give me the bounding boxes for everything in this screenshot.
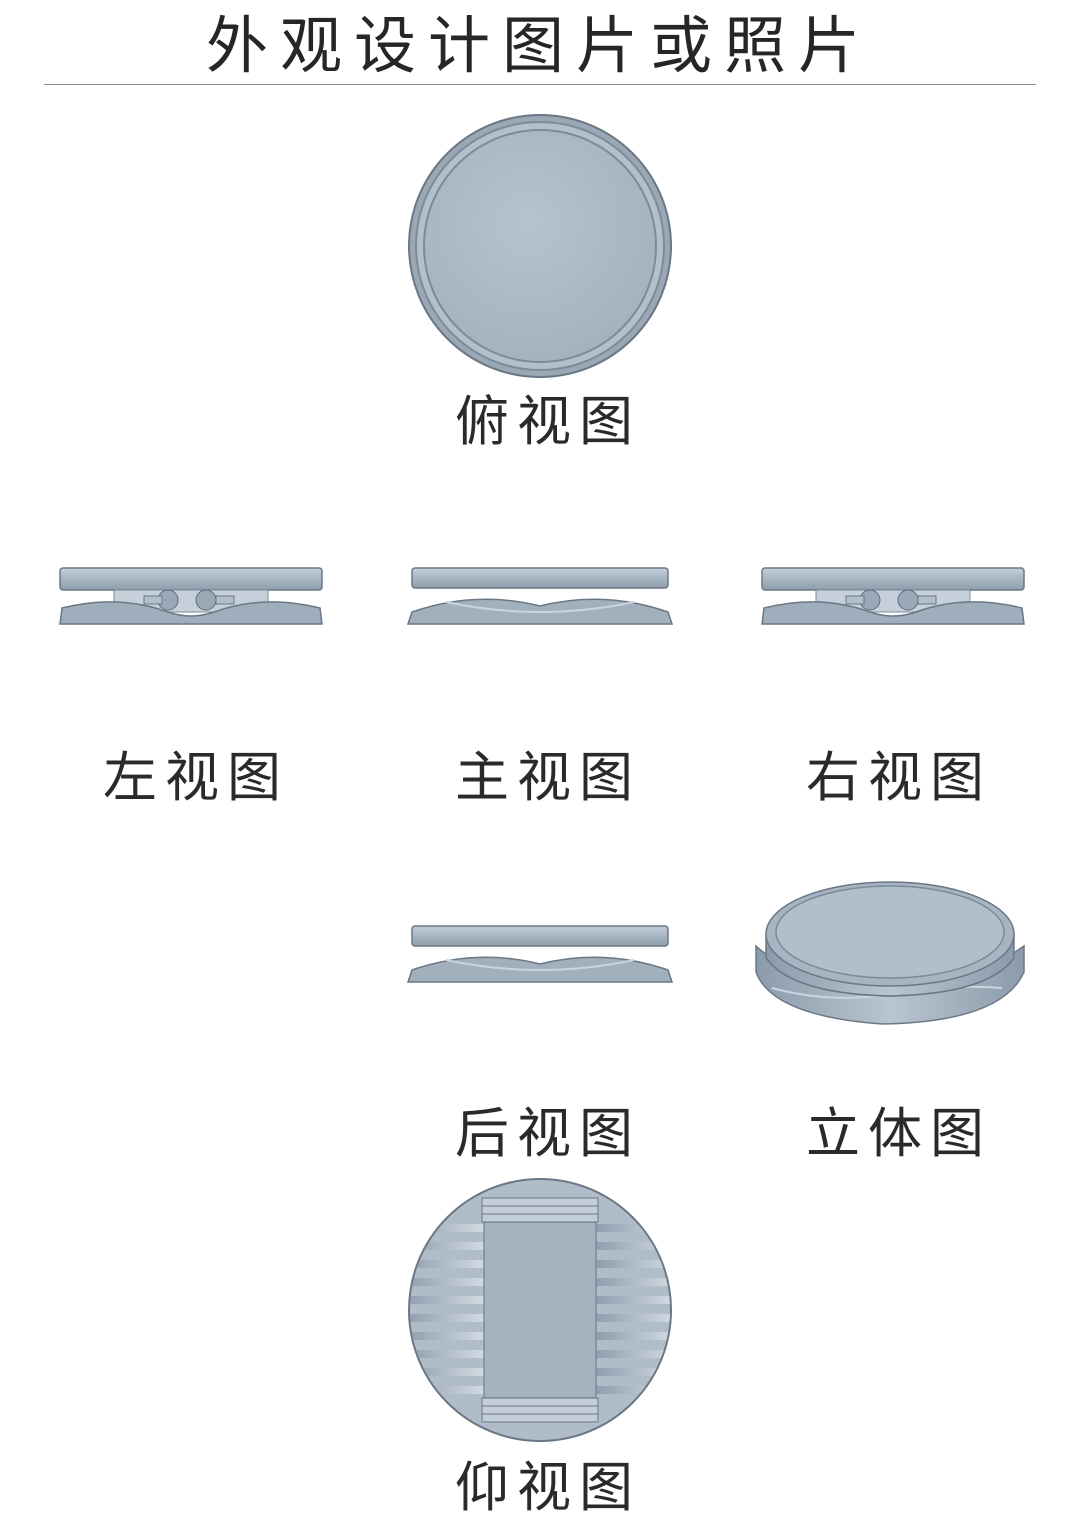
right-view-label: 右视图	[806, 746, 992, 809]
title-divider	[44, 84, 1036, 85]
rear-view-label: 后视图	[455, 1102, 641, 1165]
top-view-label: 俯视图	[455, 390, 641, 453]
right-view-drawing	[760, 564, 1026, 628]
left-view-label: 左视图	[103, 746, 289, 809]
perspective-view-label: 立体图	[806, 1102, 992, 1165]
top-view-drawing	[406, 112, 674, 380]
bottom-view-label: 仰视图	[455, 1456, 641, 1519]
rear-view-drawing	[406, 922, 674, 986]
page-title: 外观设计图片或照片	[205, 9, 872, 82]
left-view-drawing	[58, 564, 324, 628]
bottom-view-drawing	[406, 1176, 674, 1444]
front-view-drawing	[406, 564, 674, 628]
front-view-label: 主视图	[455, 746, 641, 809]
perspective-view-drawing	[752, 876, 1028, 1028]
